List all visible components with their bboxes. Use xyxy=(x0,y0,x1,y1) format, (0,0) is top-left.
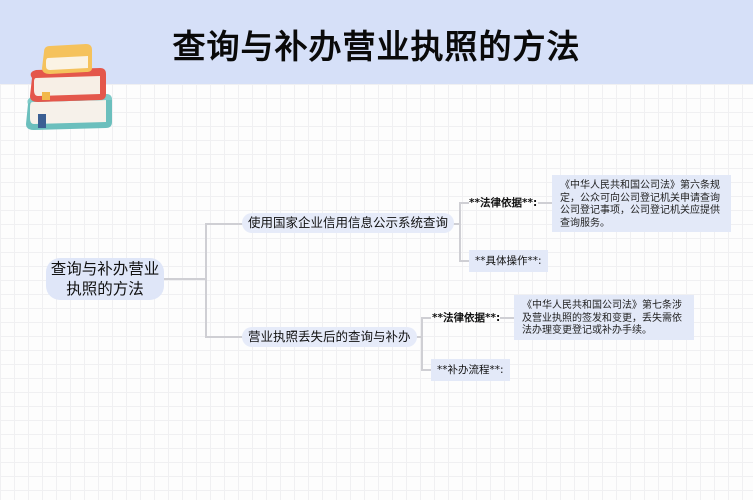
branch-node-online-query[interactable]: 使用国家企业信用信息公示系统查询 xyxy=(242,213,455,233)
connector-branch-1 xyxy=(205,223,245,225)
page-title: 查询与补办营业执照的方法 xyxy=(172,27,581,66)
legal-basis-node-1[interactable]: **法律依据**: xyxy=(469,197,538,209)
connector-b1-c1 xyxy=(459,202,469,204)
connector-b1-vertical xyxy=(459,202,461,261)
connector-branch-2 xyxy=(205,336,245,338)
connector-b2-c1-leaf xyxy=(500,317,514,319)
connector-b2-vertical xyxy=(421,317,423,370)
branch-node-lost-license[interactable]: 营业执照丢失后的查询与补办 xyxy=(242,327,417,347)
operation-steps-node[interactable]: **具体操作**: xyxy=(469,250,548,272)
connector-root-vertical xyxy=(205,223,207,337)
legal-basis-detail-1: 《中华人民共和国公司法》第六条规定，公众可向公司登记机关申请查询公司登记事项，公… xyxy=(552,175,731,232)
books-stack-icon xyxy=(26,44,113,130)
connector-b1-c1-leaf xyxy=(538,202,552,204)
mindmap-root-node[interactable]: 查询与补办营业执照的方法 xyxy=(46,258,164,300)
legal-basis-node-2[interactable]: **法律依据**: xyxy=(432,312,501,324)
connector-root xyxy=(164,278,206,280)
legal-basis-detail-2: 《中华人民共和国公司法》第七条涉及营业执照的签发和变更，丢失需依法办理变更登记或… xyxy=(514,295,694,340)
connector-b1-c2 xyxy=(459,260,469,262)
connector-b2-c1 xyxy=(421,317,431,319)
connector-b2-c2 xyxy=(421,369,431,371)
header-band xyxy=(0,0,753,84)
reissue-process-node[interactable]: **补办流程**: xyxy=(431,359,510,381)
